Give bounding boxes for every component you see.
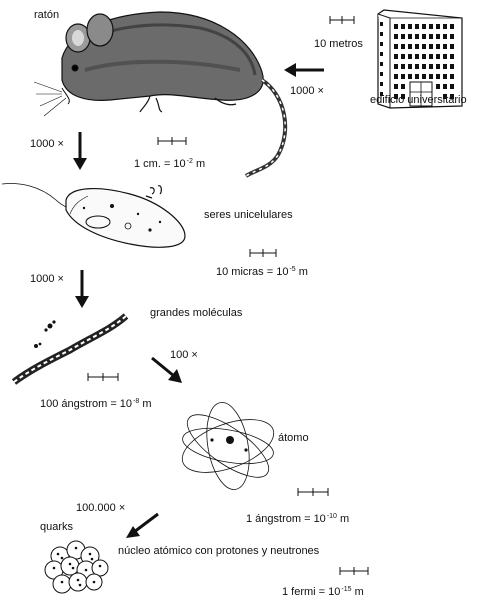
cell-illustration [1,183,186,248]
scale-bar-1angstrom [297,488,329,496]
arrow-mouse-to-cells [73,132,87,170]
mouse-illustration [33,11,288,178]
label-building: edificio universitario [370,94,467,106]
label-nucleus: núcleo atómico con protones y neutrones [118,545,320,557]
label-raton: ratón [34,9,60,21]
label-fermi-scale: 1 fermi = 10-15 m [282,586,364,598]
label-mult-atom: 100.000 × [76,502,126,514]
molecule-illustration [11,313,129,385]
label-molecules: grandes moléculas [150,307,243,319]
label-mult-cells: 1000 × [30,273,64,285]
arrow-building-to-mouse [284,63,324,77]
scale-bar-10micron [249,249,277,257]
atom-illustration [181,402,275,490]
label-micron-scale: 10 micras = 10-5 m [216,266,308,278]
arrow-atom-to-nucleus [126,512,159,538]
scale-bar-10m [329,16,355,24]
label-mult-building: 1000 × [290,85,324,97]
scale-bar-1fermi [339,567,369,575]
label-quarks: quarks [40,521,74,533]
arrows [73,63,324,538]
nucleus-illustration [44,540,109,594]
arrow-molecules-to-atom [151,356,182,383]
label-cm-scale: 1 cm. = 10-2 m [134,158,206,170]
label-mult-mouse: 1000 × [30,138,64,150]
building-illustration [377,9,463,109]
scale-bar-100angstrom [87,373,119,381]
label-atom: átomo [278,432,309,444]
label-mult-molecules: 100 × [170,349,198,361]
scale-bar-1cm [157,137,187,145]
label-1angstrom-scale: 1 ángstrom = 10-10 m [246,513,350,525]
arrow-cells-to-molecules [75,270,89,308]
label-cells: seres unicelulares [204,209,293,221]
label-100angstrom-scale: 100 ángstrom = 10-8 m [40,398,152,410]
label-building-scale: 10 metros [314,38,363,50]
